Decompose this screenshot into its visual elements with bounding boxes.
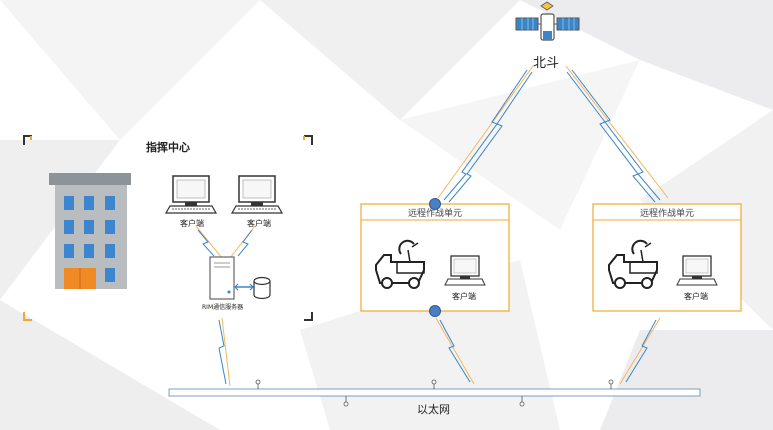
satellite-label: 北斗 bbox=[533, 56, 560, 71]
client-server-link-left bbox=[195, 225, 223, 259]
vehicle-icon bbox=[608, 239, 658, 289]
remote-unit-1 bbox=[360, 203, 510, 312]
client-server-link-right bbox=[229, 225, 256, 259]
computer-icon-cc-left bbox=[164, 175, 218, 214]
corner-mark-bottom-right bbox=[304, 312, 313, 321]
corner-mark-bottom-left bbox=[23, 312, 32, 321]
computer-icon-unit-1 bbox=[444, 255, 486, 286]
unit-1-bottom-node bbox=[429, 305, 441, 317]
server-db-connector bbox=[234, 283, 254, 291]
satellite-link-left bbox=[437, 65, 534, 203]
satellite-link-right bbox=[565, 65, 669, 203]
unit-1-ethernet-link bbox=[435, 317, 475, 385]
command-center-frame bbox=[23, 135, 313, 321]
remote-unit-1-title: 远程作战单元 bbox=[407, 209, 462, 219]
server-ethernet-link bbox=[218, 317, 231, 387]
client-label-cc-left: 客户端 bbox=[180, 219, 204, 228]
corner-mark-top-left bbox=[23, 135, 32, 145]
server-label: RIM通信服务器 bbox=[202, 304, 244, 311]
client-label-unit-1: 客户端 bbox=[452, 292, 476, 301]
unit-1-top-node bbox=[429, 198, 441, 210]
client-label-cc-right: 客户端 bbox=[247, 219, 271, 228]
command-center-title: 指挥中心 bbox=[146, 141, 190, 154]
satellite-icon bbox=[515, 1, 580, 41]
client-label-unit-2: 客户端 bbox=[684, 292, 708, 301]
corner-mark-top-right bbox=[304, 135, 313, 145]
server-icon bbox=[209, 256, 235, 300]
vehicle-icon bbox=[375, 239, 425, 289]
unit-2-ethernet-link bbox=[619, 317, 661, 385]
ethernet-bus bbox=[168, 379, 701, 407]
building-icon bbox=[49, 173, 131, 289]
computer-icon-cc-right bbox=[230, 175, 284, 214]
ethernet-label: 以太网 bbox=[417, 403, 450, 416]
computer-icon-unit-2 bbox=[676, 255, 718, 286]
remote-unit-2-title: 远程作战单元 bbox=[639, 209, 694, 219]
database-icon bbox=[253, 276, 271, 300]
remote-unit-2 bbox=[592, 203, 742, 312]
